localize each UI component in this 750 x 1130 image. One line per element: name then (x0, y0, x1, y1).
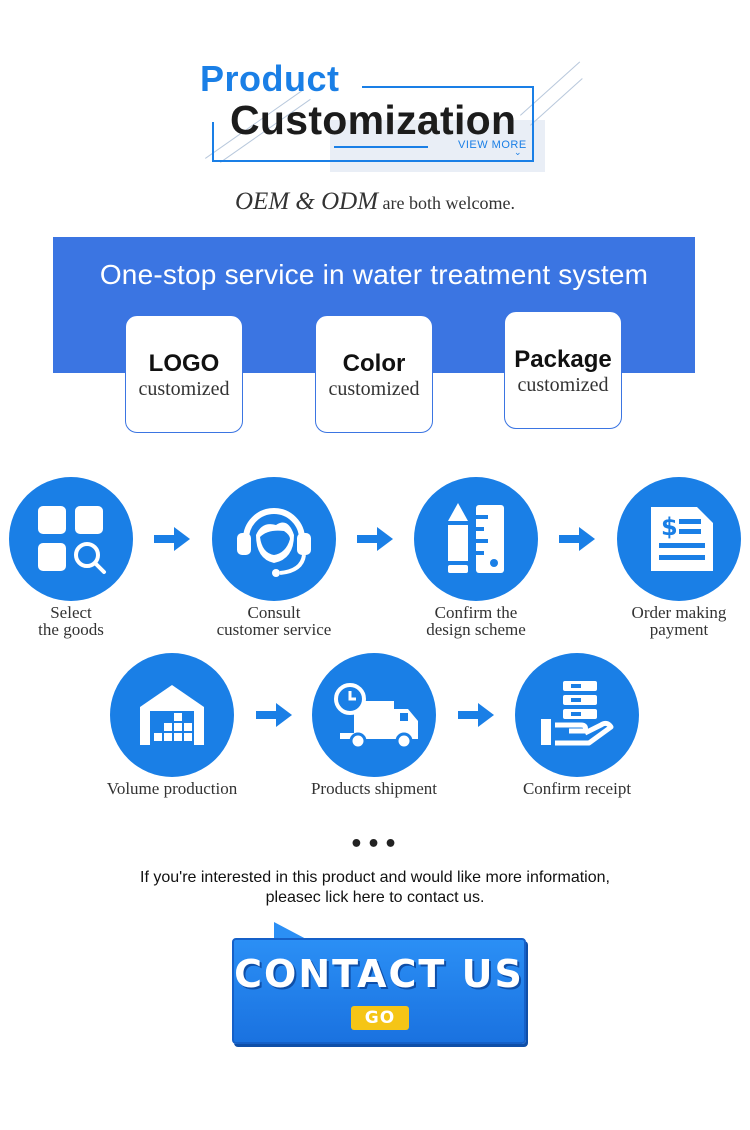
view-more-link[interactable]: VIEW MORE (458, 139, 527, 151)
step-line1: Volume production (106, 779, 238, 798)
step-label: Confirm receipt (492, 780, 662, 797)
invoice-dollar-icon: $ (651, 507, 713, 571)
chevron-down-icon: ⌄ (514, 148, 522, 158)
card-main-label: LOGO (148, 350, 220, 377)
hand-boxes-icon (541, 681, 614, 746)
step-receipt-circle (515, 653, 639, 777)
warehouse-icon (140, 685, 204, 745)
step-label: Consult customer service (189, 604, 359, 638)
arrow-right-icon (458, 703, 494, 727)
step-line1: Confirm receipt (522, 779, 632, 798)
step-line2: customer service (216, 620, 332, 639)
card-sub-label: customized (138, 378, 230, 400)
step-line1: Products shipment (310, 779, 438, 798)
oem-odm-text: OEM & ODM (235, 188, 379, 215)
step-shipment-circle (312, 653, 436, 777)
step-line2: payment (649, 620, 709, 639)
welcome-text: are both welcome. (378, 193, 515, 213)
arrow-right-icon (256, 703, 292, 727)
banner-title: One-stop service in water treatment syst… (99, 259, 649, 290)
frame-line (212, 160, 534, 162)
arrow-right-icon (559, 527, 595, 551)
frame-line (362, 86, 534, 88)
card-main-label: Package (514, 346, 612, 373)
pencil-ruler-icon (448, 503, 504, 573)
card-main-label: Color (342, 350, 406, 377)
header-diagonal (530, 78, 583, 126)
contact-us-button[interactable]: CONTACT US GO (232, 922, 528, 1046)
info-line2: pleasec lick here to contact us. (265, 889, 485, 906)
step-line2: design scheme (426, 620, 526, 639)
frame-line (532, 86, 534, 160)
step-line1: Select (50, 603, 92, 622)
step-line1: Consult (247, 603, 301, 622)
arrow-right-icon (154, 527, 190, 551)
card-color: Color customized (315, 315, 433, 433)
step-label: Confirm the design scheme (391, 604, 561, 638)
card-logo: LOGO customized (125, 315, 243, 433)
svg-text:$: $ (661, 513, 678, 541)
speech-tab (274, 922, 308, 940)
step-design-circle (414, 477, 538, 601)
step-label: Select the goods (0, 604, 156, 638)
contact-info-text: If you're interested in this product and… (0, 868, 750, 908)
card-sub-label: customized (328, 378, 420, 400)
go-button[interactable]: GO (351, 1006, 409, 1030)
title-customization: Customization (230, 97, 517, 143)
step-select-circle (9, 477, 133, 601)
contact-us-label: CONTACT US (234, 952, 524, 996)
arrow-right-icon (357, 527, 393, 551)
frame-line (334, 146, 428, 148)
step-label: Order making payment (594, 604, 750, 638)
oem-odm-line: OEM & ODM are both welcome. (0, 188, 750, 216)
step-label: Volume production (87, 780, 257, 797)
step-payment-circle: $ (617, 477, 741, 601)
step-line2: the goods (38, 620, 104, 639)
grid-search-icon (38, 506, 106, 574)
card-package: Package customized (504, 311, 622, 429)
frame-line (212, 122, 214, 162)
step-line1: Confirm the (434, 603, 518, 622)
step-production-circle (110, 653, 234, 777)
step-consult-circle (212, 477, 336, 601)
headset-agent-icon (237, 508, 311, 577)
info-line1: If you're interested in this product and… (140, 869, 610, 886)
step-label: Products shipment (289, 780, 459, 797)
ellipsis-dots: ••• (349, 832, 401, 857)
title-product: Product (200, 58, 340, 99)
card-sub-label: customized (517, 374, 609, 396)
step-line1: Order making (631, 603, 727, 622)
delivery-truck-icon (334, 683, 418, 750)
